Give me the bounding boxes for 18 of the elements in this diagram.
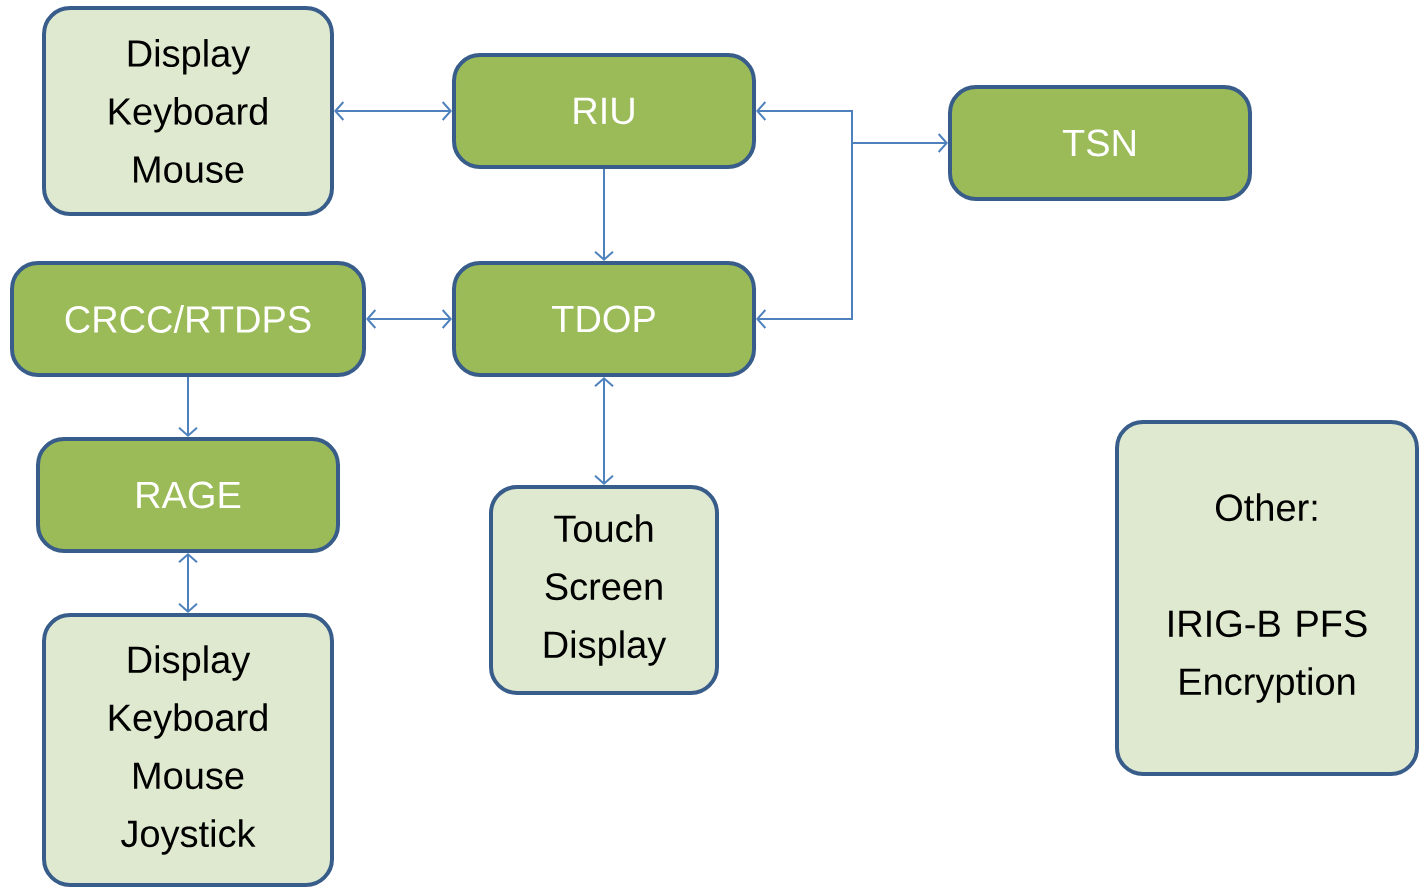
arrow — [366, 309, 452, 329]
system-box: RAGE — [36, 437, 340, 553]
device-box: Touch Screen Display — [489, 485, 719, 695]
arrow — [594, 377, 614, 485]
arrow — [756, 101, 853, 144]
arrow — [178, 376, 198, 437]
arrow — [851, 133, 948, 153]
arrow — [178, 553, 198, 613]
device-box: Display Keyboard Mouse Joystick — [42, 613, 334, 887]
system-box: CRCC/RTDPS — [10, 261, 366, 377]
arrow — [756, 142, 853, 329]
system-box: RIU — [452, 53, 756, 169]
note-box: Other: IRIG-B PFS Encryption — [1115, 420, 1419, 776]
arrow — [594, 168, 614, 261]
system-box: TDOP — [452, 261, 756, 377]
arrow — [334, 101, 452, 121]
device-box: Display Keyboard Mouse — [42, 6, 334, 216]
system-box: TSN — [948, 85, 1252, 201]
